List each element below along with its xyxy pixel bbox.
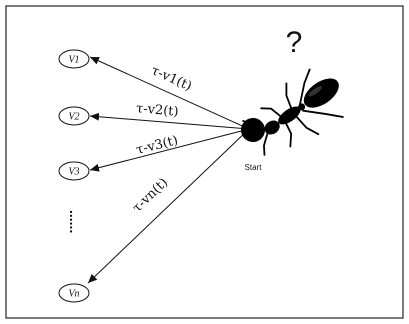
- ant-icon: [242, 68, 344, 156]
- edge-arrow-v3: [89, 128, 250, 172]
- start-label: Start: [245, 163, 263, 172]
- edge-arrow-vn: [87, 128, 250, 284]
- node-label-v1: V1: [68, 55, 79, 66]
- node-vn: Vn: [58, 283, 90, 303]
- node-v3: V3: [58, 161, 90, 181]
- start-node: [241, 118, 265, 142]
- node-v1: V1: [58, 49, 90, 69]
- vertical-ellipsis: ......: [67, 210, 83, 233]
- question-mark: ?: [286, 26, 303, 59]
- edge-label-v2: τ-v2(t): [135, 101, 179, 120]
- edge-arrow-v1: [89, 56, 250, 130]
- node-label-v2: V2: [68, 112, 79, 123]
- node-label-vn: Vn: [68, 289, 79, 300]
- edge-arrow-v2: [89, 112, 250, 130]
- node-v2: V2: [58, 106, 90, 126]
- node-label-v3: V3: [68, 167, 79, 178]
